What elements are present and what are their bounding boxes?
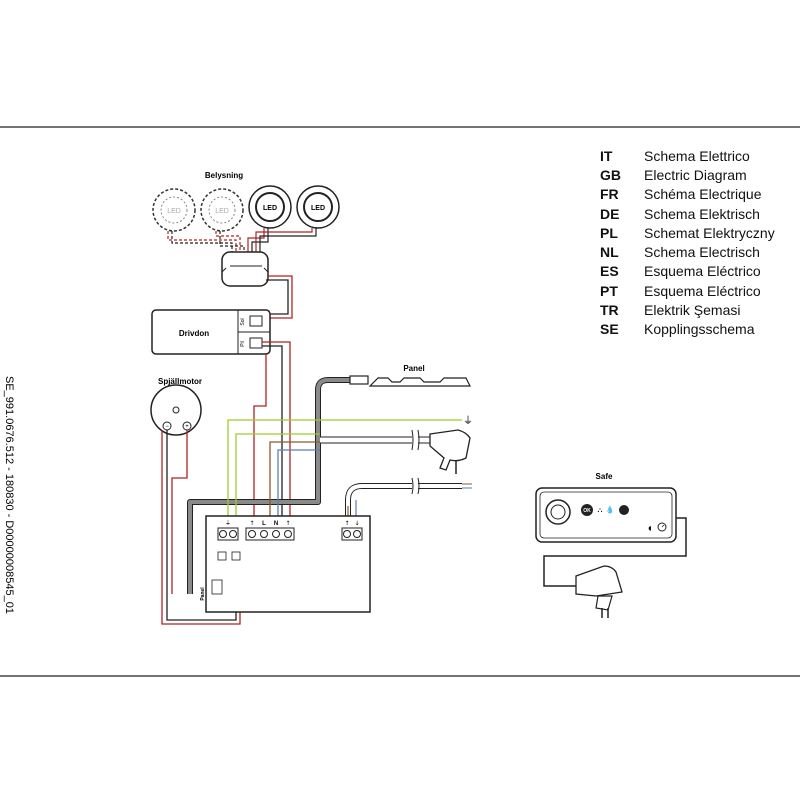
led-spot-1: LED [248, 185, 292, 229]
legend-name: Schéma Electrique [644, 186, 762, 203]
mains-wire-green [235, 433, 320, 516]
legend-name: Esquema Eléctrico [644, 282, 761, 299]
document-code: SE_991.0676.512 - 180830 - D00000008545_… [3, 376, 15, 614]
mains-cable [320, 429, 471, 474]
legend-code: PT [600, 282, 618, 299]
legend-name: Esquema Eléctrico [644, 263, 761, 280]
signal-cable [345, 477, 472, 516]
svg-text:⛬: ⛬ [598, 506, 603, 514]
svg-text:−: − [165, 424, 169, 430]
panel-device [349, 375, 471, 387]
legend-code: PL [600, 224, 618, 241]
legend-name: Elektrik Şemasi [644, 302, 741, 319]
legend-name: Schema Electrisch [644, 244, 760, 261]
legend-code: DE [600, 205, 620, 222]
svg-text:↑: ↑ [249, 520, 254, 527]
svg-text:⏚: ⏚ [225, 520, 231, 527]
svg-text:LED: LED [263, 205, 277, 212]
svg-text:OK: OK [583, 508, 591, 514]
led-spot-dashed-1: LED [152, 188, 196, 232]
svg-text:LED: LED [215, 208, 229, 215]
safe-title: Safe [596, 472, 613, 481]
legend-code: TR [600, 302, 619, 319]
svg-text:L: L [262, 521, 266, 527]
legend-code: IT [600, 147, 613, 164]
svg-text:↓: ↓ [354, 520, 359, 527]
drivdon-wire-black [262, 345, 283, 516]
safe-cable [543, 517, 687, 587]
legend-code: NL [600, 244, 619, 261]
svg-text:↑: ↑ [285, 520, 290, 527]
svg-text:LED: LED [311, 205, 325, 212]
language-legend: IT Schema Elettrico GB Electric Diagram FR… [600, 146, 775, 339]
legend-row: PL Schemat Elektryczny [600, 223, 775, 242]
drivdon-wire-red [262, 341, 291, 516]
legend-code: FR [600, 186, 619, 203]
svg-text:Drivdon: Drivdon [179, 329, 209, 338]
safe-adapter [575, 565, 623, 618]
drivdon-box: Drivdon Sol Pil [151, 309, 271, 355]
led-spot-dashed-2: LED [200, 188, 244, 232]
svg-text:Panel: Panel [200, 587, 206, 601]
legend-row: SE Kopplingsschema [600, 320, 775, 339]
svg-text:↑: ↑ [344, 520, 349, 527]
legend-name: Kopplingsschema [644, 321, 755, 338]
legend-code: SE [600, 321, 619, 338]
controller-box: ⏚ ↑ L N ↑ ↑ ↓ Panel [200, 515, 371, 613]
legend-row: DE Schema Elektrisch [600, 204, 775, 223]
spjallmotor-wire-red [171, 430, 188, 594]
legend-row: FR Schéma Electrique [600, 185, 775, 204]
legend-name: Schema Elettrico [644, 147, 750, 164]
safe-device: OK ⛬ 💧 ◖ [535, 487, 677, 543]
svg-text:N: N [274, 521, 278, 527]
legend-row: NL Schema Electrisch [600, 242, 775, 261]
led-driver-wire-red [266, 275, 293, 319]
legend-row: ES Esquema Eléctrico [600, 262, 775, 281]
legend-row: IT Schema Elettrico [600, 146, 775, 165]
led-driver-wire-black [266, 279, 289, 315]
svg-text:◖: ◖ [648, 525, 651, 532]
led-driver [221, 251, 269, 287]
legend-row: PT Esquema Eléctrico [600, 281, 775, 300]
mains-wire-blue [277, 449, 320, 516]
legend-name: Schema Elektrisch [644, 205, 760, 222]
svg-text:LED: LED [167, 208, 181, 215]
drivdon-wire-left [253, 354, 267, 516]
led-spot-2: LED [296, 185, 340, 229]
legend-name: Electric Diagram [644, 166, 747, 183]
legend-name: Schemat Elektryczny [644, 224, 775, 241]
belysning-title: Belysning [205, 171, 243, 180]
legend-code: GB [600, 166, 621, 183]
spjallmotor: − + [150, 384, 202, 436]
svg-text:💧: 💧 [606, 505, 615, 514]
svg-text:+: + [185, 424, 189, 430]
svg-text:Sol: Sol [240, 318, 246, 325]
mains-wire-brown [269, 441, 320, 516]
legend-row: GB Electric Diagram [600, 165, 775, 184]
spjallmotor-title: Spjällmotor [158, 377, 202, 386]
legend-row: TR Elektrik Şemasi [600, 300, 775, 319]
panel-title: Panel [403, 364, 424, 373]
svg-text:Pil: Pil [240, 341, 246, 347]
earth-wire [227, 419, 462, 516]
led-wires [167, 228, 317, 252]
legend-code: ES [600, 263, 619, 280]
earth-symbol: ⏚ [463, 415, 473, 427]
